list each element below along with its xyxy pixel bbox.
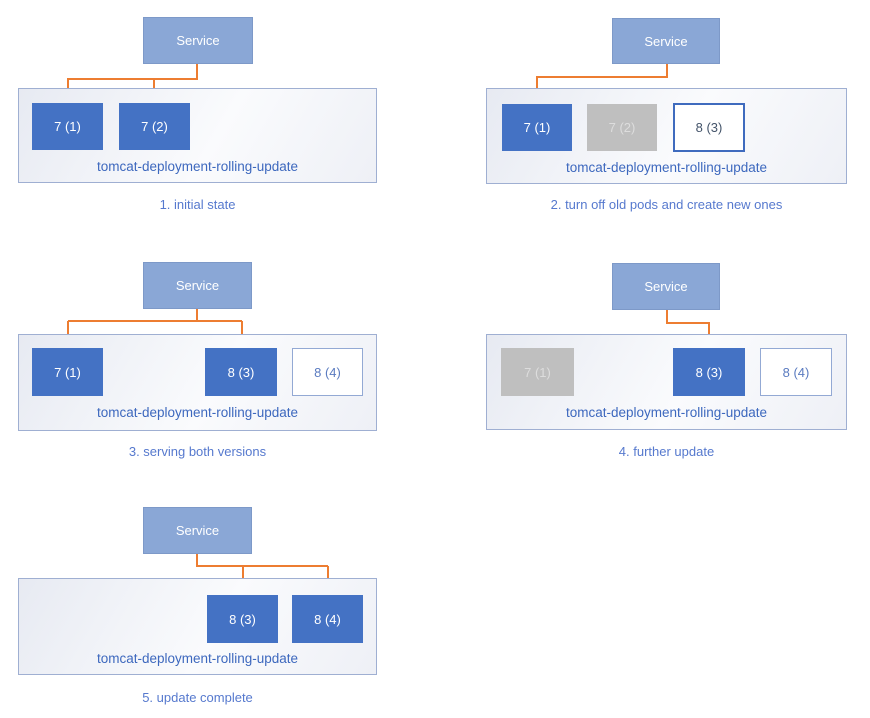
pod-8-4: 8 (4) xyxy=(292,595,363,643)
pod-7-1: 7 (1) xyxy=(501,348,574,396)
panel-turn-off-old-pods: Service 7 (1) 7 (2) 8 (3) tomcat-deploym… xyxy=(435,0,870,240)
panel-caption: 1. initial state xyxy=(159,197,236,212)
pod-7-1: 7 (1) xyxy=(32,348,103,396)
panel-caption: 2. turn off old pods and create new ones xyxy=(550,197,783,212)
panel-further-update: Service 7 (1) 8 (3) 8 (4) tomcat-deploym… xyxy=(435,240,870,480)
service-box: Service xyxy=(612,263,720,310)
pod-7-2: 7 (2) xyxy=(119,103,190,150)
service-box: Service xyxy=(143,507,252,554)
service-box: Service xyxy=(143,262,252,309)
panel-caption: 4. further update xyxy=(618,444,715,459)
service-box: Service xyxy=(143,17,253,64)
deployment-label: tomcat-deployment-rolling-update xyxy=(96,405,299,420)
pod-7-1: 7 (1) xyxy=(502,104,572,151)
deployment-box xyxy=(486,88,847,184)
panel-caption: 5. update complete xyxy=(142,690,253,705)
pod-8-4: 8 (4) xyxy=(760,348,832,396)
deployment-label: tomcat-deployment-rolling-update xyxy=(565,405,768,420)
panel-caption: 3. serving both versions xyxy=(128,444,267,459)
pod-8-4: 8 (4) xyxy=(292,348,363,396)
panel-initial-state: Service 7 (1) 7 (2) tomcat-deployment-ro… xyxy=(0,0,435,240)
pod-8-3: 8 (3) xyxy=(207,595,278,643)
deployment-label: tomcat-deployment-rolling-update xyxy=(96,159,299,174)
panel-serving-both-versions: Service 7 (1) 8 (3) 8 (4) tomcat-deploym… xyxy=(0,240,435,480)
pod-7-2: 7 (2) xyxy=(587,104,657,151)
service-box: Service xyxy=(612,18,720,64)
deployment-label: tomcat-deployment-rolling-update xyxy=(565,160,768,175)
deployment-label: tomcat-deployment-rolling-update xyxy=(96,651,299,666)
pod-7-1: 7 (1) xyxy=(32,103,103,150)
pod-8-3: 8 (3) xyxy=(673,348,745,396)
pod-8-3: 8 (3) xyxy=(673,103,745,152)
panel-update-complete: Service 8 (3) 8 (4) tomcat-deployment-ro… xyxy=(0,480,435,718)
pod-8-3: 8 (3) xyxy=(205,348,277,396)
